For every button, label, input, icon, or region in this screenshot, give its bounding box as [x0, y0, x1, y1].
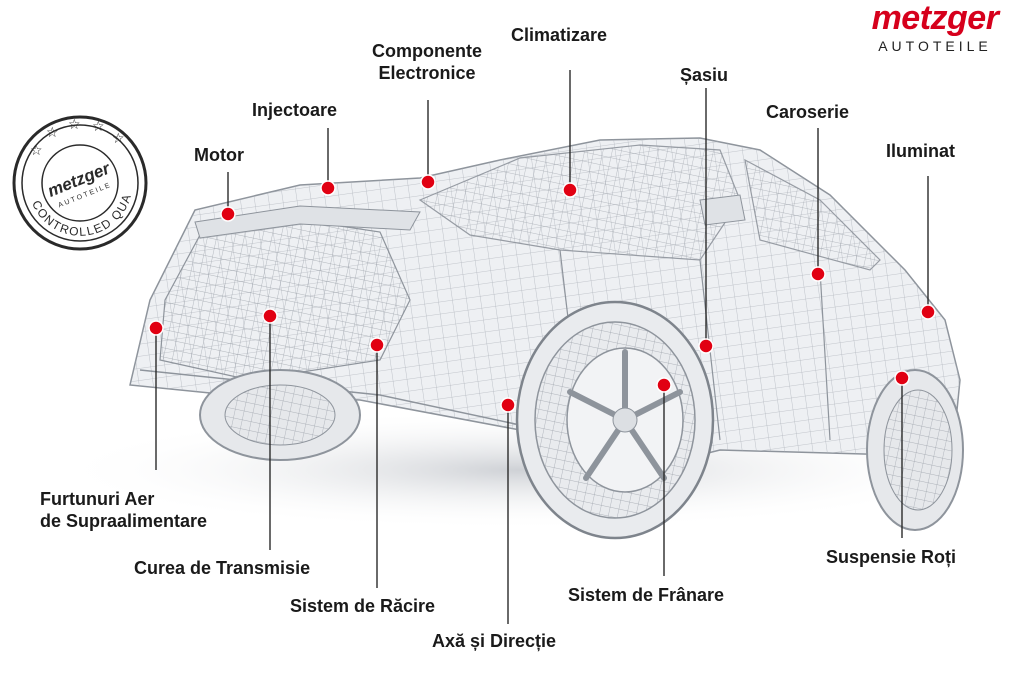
svg-text:☆: ☆ [30, 143, 43, 159]
front-right-wheel [515, 300, 715, 540]
label-furtunuri-line2: de Supraalimentare [40, 511, 208, 531]
label-climatizare: Climatizare [511, 25, 608, 45]
label-furtunuri: Furtunuri Aer de Supraalimentare [40, 488, 250, 532]
label-axa-directie: Axă și Direcție [432, 631, 557, 651]
marker-caroserie [810, 266, 826, 282]
car-wireframe [129, 137, 964, 540]
callout-leaders [155, 70, 929, 624]
brand-logo: metzger AUTOTEILE [860, 0, 1010, 54]
label-componente-electronice: Componente Electronice [356, 40, 498, 84]
svg-text:☆: ☆ [92, 119, 105, 135]
label-sasiu: Șasiu [680, 65, 729, 85]
quality-seal: ☆ ☆ ☆ ☆ ☆ metzger AUTOTEILE CONTROLLED Q… [12, 115, 148, 251]
label-componente-line2: Electronice [378, 63, 476, 83]
brand-name: metzger [871, 0, 999, 37]
label-componente-line1: Componente [372, 41, 482, 61]
label-sistem-franare: Sistem de Frânare [568, 585, 725, 605]
label-caroserie: Caroserie [766, 102, 850, 122]
marker-furtunuri [148, 320, 164, 336]
brand-subtitle: AUTOTEILE [878, 38, 992, 54]
marker-climatizare [562, 182, 578, 198]
svg-text:☆: ☆ [68, 117, 81, 133]
rear-wheel [866, 369, 964, 531]
front-left-wheel [199, 369, 361, 461]
label-injectoare: Injectoare [252, 100, 338, 120]
marker-axa [500, 397, 516, 413]
marker-curea [262, 308, 278, 324]
label-curea-transmisie: Curea de Transmisie [134, 558, 311, 578]
marker-franare [656, 377, 672, 393]
marker-sasiu [698, 338, 714, 354]
label-suspensie-roti: Suspensie Roți [826, 547, 957, 567]
marker-componente [420, 174, 436, 190]
label-iluminat: Iluminat [886, 141, 956, 161]
label-motor: Motor [194, 145, 244, 165]
callout-markers [148, 174, 936, 413]
svg-text:☆: ☆ [46, 125, 59, 141]
marker-motor [220, 206, 236, 222]
marker-iluminat [920, 304, 936, 320]
svg-text:☆: ☆ [112, 131, 125, 147]
marker-suspensie [894, 370, 910, 386]
label-sistem-racire: Sistem de Răcire [290, 596, 436, 616]
label-furtunuri-line1: Furtunuri Aer [40, 489, 155, 509]
seal-stars: ☆ ☆ ☆ ☆ ☆ [30, 117, 125, 159]
marker-racire [369, 337, 385, 353]
marker-injectoare [320, 180, 336, 196]
